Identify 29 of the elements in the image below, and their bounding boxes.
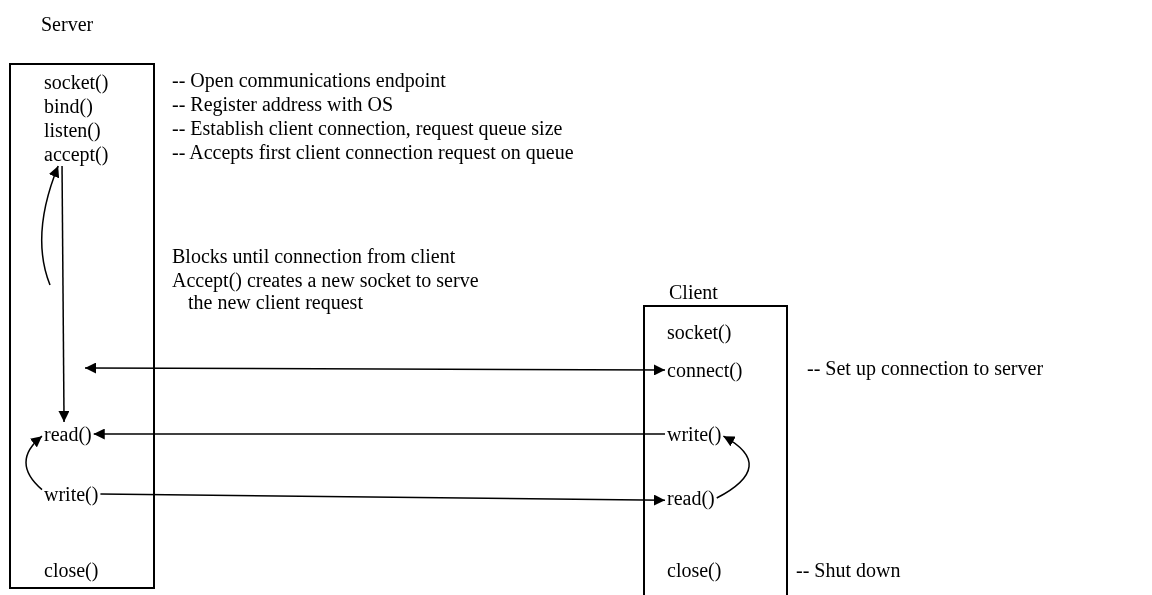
function-call: write() (44, 483, 99, 505)
curved-arrow (716, 435, 750, 499)
column-heading: Client (669, 281, 718, 303)
arrow (84, 362, 666, 376)
function-call: connect() (667, 359, 743, 381)
arrow (93, 428, 666, 440)
function-call: socket() (44, 71, 109, 93)
comment-text: -- Establish client connection, request queue size (172, 117, 563, 139)
comment-text: -- Register address with OS (172, 93, 394, 115)
note-text: Blocks until connection from client (172, 245, 456, 267)
function-call: read() (667, 487, 715, 509)
arrow (58, 165, 70, 423)
note-text: Accept() creates a new socket to serve the new client request (172, 269, 480, 313)
function-call: read() (44, 423, 92, 445)
comment-text: -- Set up connection to server (807, 357, 1044, 379)
comment-text: -- Shut down (796, 559, 901, 581)
function-call: bind() (44, 95, 93, 117)
function-call: write() (667, 423, 722, 445)
function-call: listen() (44, 119, 101, 141)
curved-arrow (25, 435, 43, 491)
comment-text: -- Open communications endpoint (172, 69, 446, 91)
arrow (99, 493, 666, 506)
function-call: close() (44, 559, 99, 581)
column-heading: Server (41, 13, 94, 35)
function-call: accept() (44, 143, 109, 165)
curved-arrow (40, 165, 60, 286)
function-call: close() (667, 559, 722, 581)
comment-text: -- Accepts first client connection request on queue (172, 141, 574, 163)
function-call: socket() (667, 321, 732, 343)
